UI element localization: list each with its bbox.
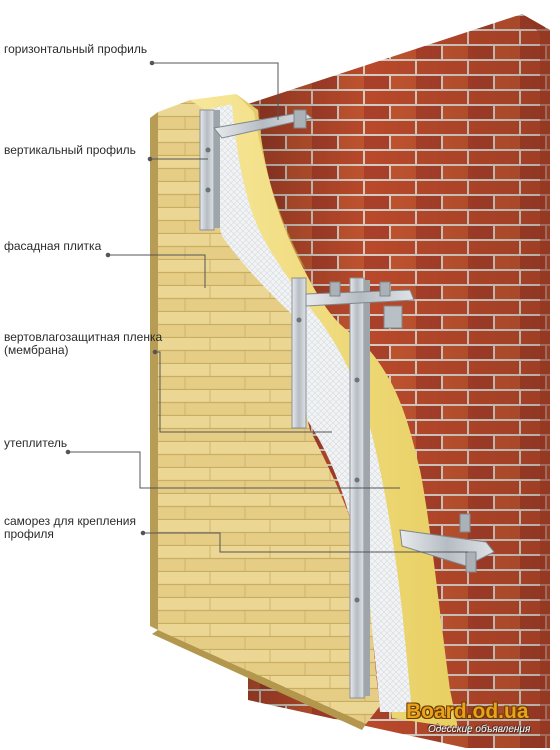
leader-screw	[143, 532, 468, 553]
vertical-profile-upper	[199, 109, 220, 231]
screw-markers	[205, 147, 360, 603]
leader-membrane	[155, 351, 332, 433]
leader-insulation	[68, 451, 400, 489]
watermark-site: Board.od.ua	[406, 700, 529, 723]
horizontal-profile-bottom	[399, 513, 495, 573]
label-screw: саморез для крепления профиля	[4, 514, 136, 541]
leader-facade-tile	[108, 254, 206, 288]
label-membrane: вертовлагозащитная пленка (мембрана)	[4, 330, 163, 357]
horizontal-profile-middle	[305, 281, 415, 329]
leader-horizontal-profile	[152, 62, 279, 120]
label-horizontal-profile: горизонтальный профиль	[4, 42, 148, 56]
horizontal-profile-top	[213, 109, 314, 139]
leader-lines	[65, 60, 468, 553]
watermark-subtitle: Одесские объявления	[428, 724, 531, 735]
facade-tile-panel	[150, 100, 380, 730]
label-insulation: утеплитель	[4, 436, 68, 450]
label-facade-tile: фасадная плитка	[4, 239, 102, 253]
label-vertical-profile: вертикальный профиль	[4, 143, 136, 157]
